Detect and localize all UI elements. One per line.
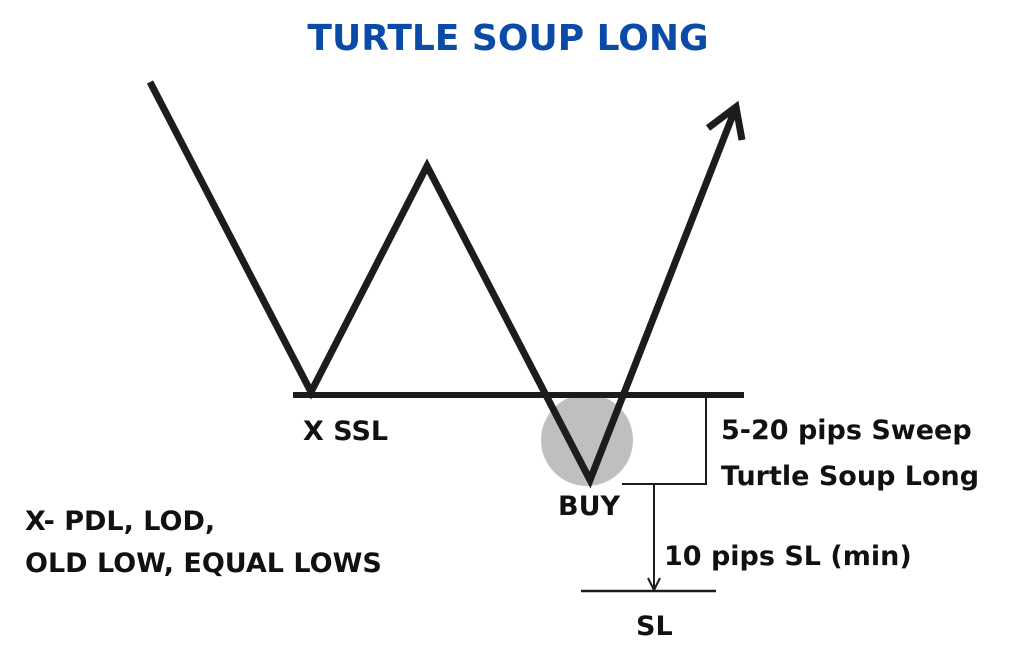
up-arrow-head-icon xyxy=(705,100,746,141)
legend-line2: OLD LOW, EQUAL LOWS xyxy=(25,548,382,579)
price-path xyxy=(146,80,740,489)
sweep-label-line1: 5-20 pips Sweep xyxy=(721,415,972,446)
buy-label: BUY xyxy=(558,491,621,522)
legend-line1: X- PDL, LOD, xyxy=(25,506,215,537)
sl-label: SL xyxy=(636,611,673,642)
x-ssl-label: X SSL xyxy=(303,416,388,447)
diagram-title: TURTLE SOUP LONG xyxy=(307,18,708,59)
sweep-bracket xyxy=(622,397,707,485)
sweep-label-line2: Turtle Soup Long xyxy=(721,461,979,492)
buy-zone-marker xyxy=(541,394,633,486)
sl-distance-label: 10 pips SL (min) xyxy=(664,541,912,572)
